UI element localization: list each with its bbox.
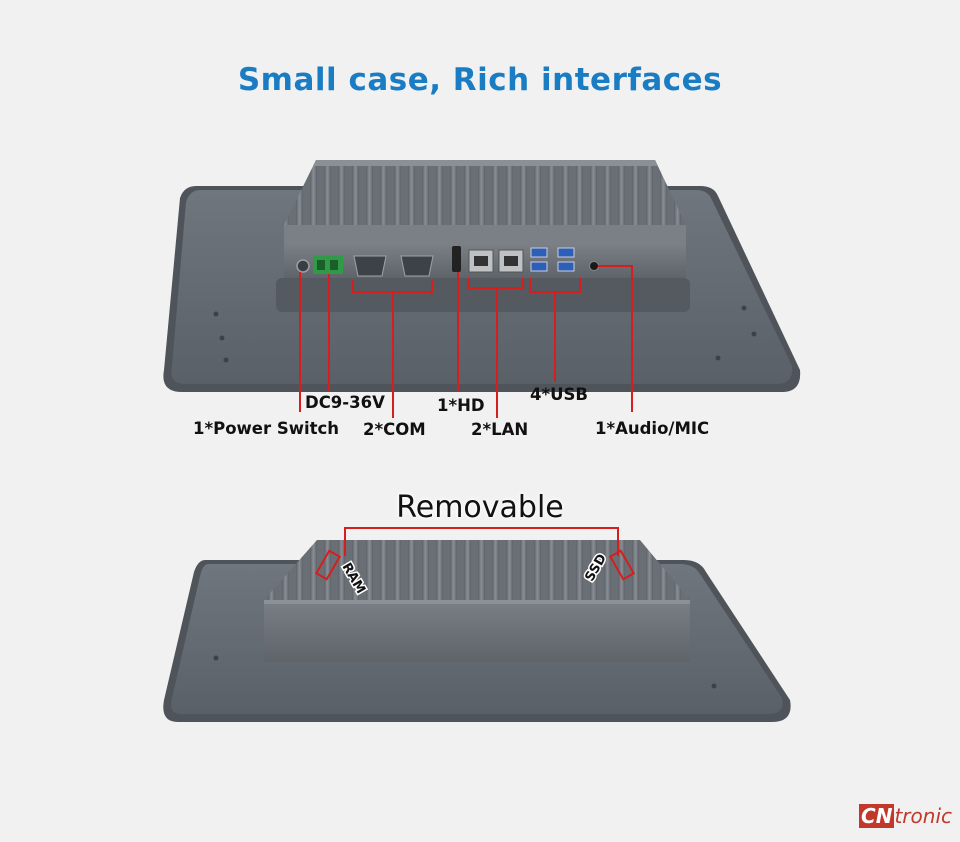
removable-heading: Removable <box>396 490 564 525</box>
top-ports <box>296 246 599 277</box>
brand-tronic: tronic <box>894 804 952 828</box>
top-callouts <box>299 265 633 418</box>
power-switch-label: 1*Power Switch <box>193 419 340 438</box>
lan-label: 2*LAN <box>471 420 529 439</box>
com-label: 2*COM <box>363 420 426 439</box>
dc-input-label: DC9-36V <box>305 393 385 412</box>
usb-label: 4*USB <box>530 385 588 404</box>
hd-label: 1*HD <box>437 396 485 415</box>
audio-mic-label: 1*Audio/MIC <box>595 419 710 438</box>
bottom-callouts <box>314 527 636 581</box>
page-title: Small case, Rich interfaces <box>237 62 723 98</box>
brand-cn: CN <box>859 804 895 828</box>
bottom-heatsink <box>264 540 690 662</box>
